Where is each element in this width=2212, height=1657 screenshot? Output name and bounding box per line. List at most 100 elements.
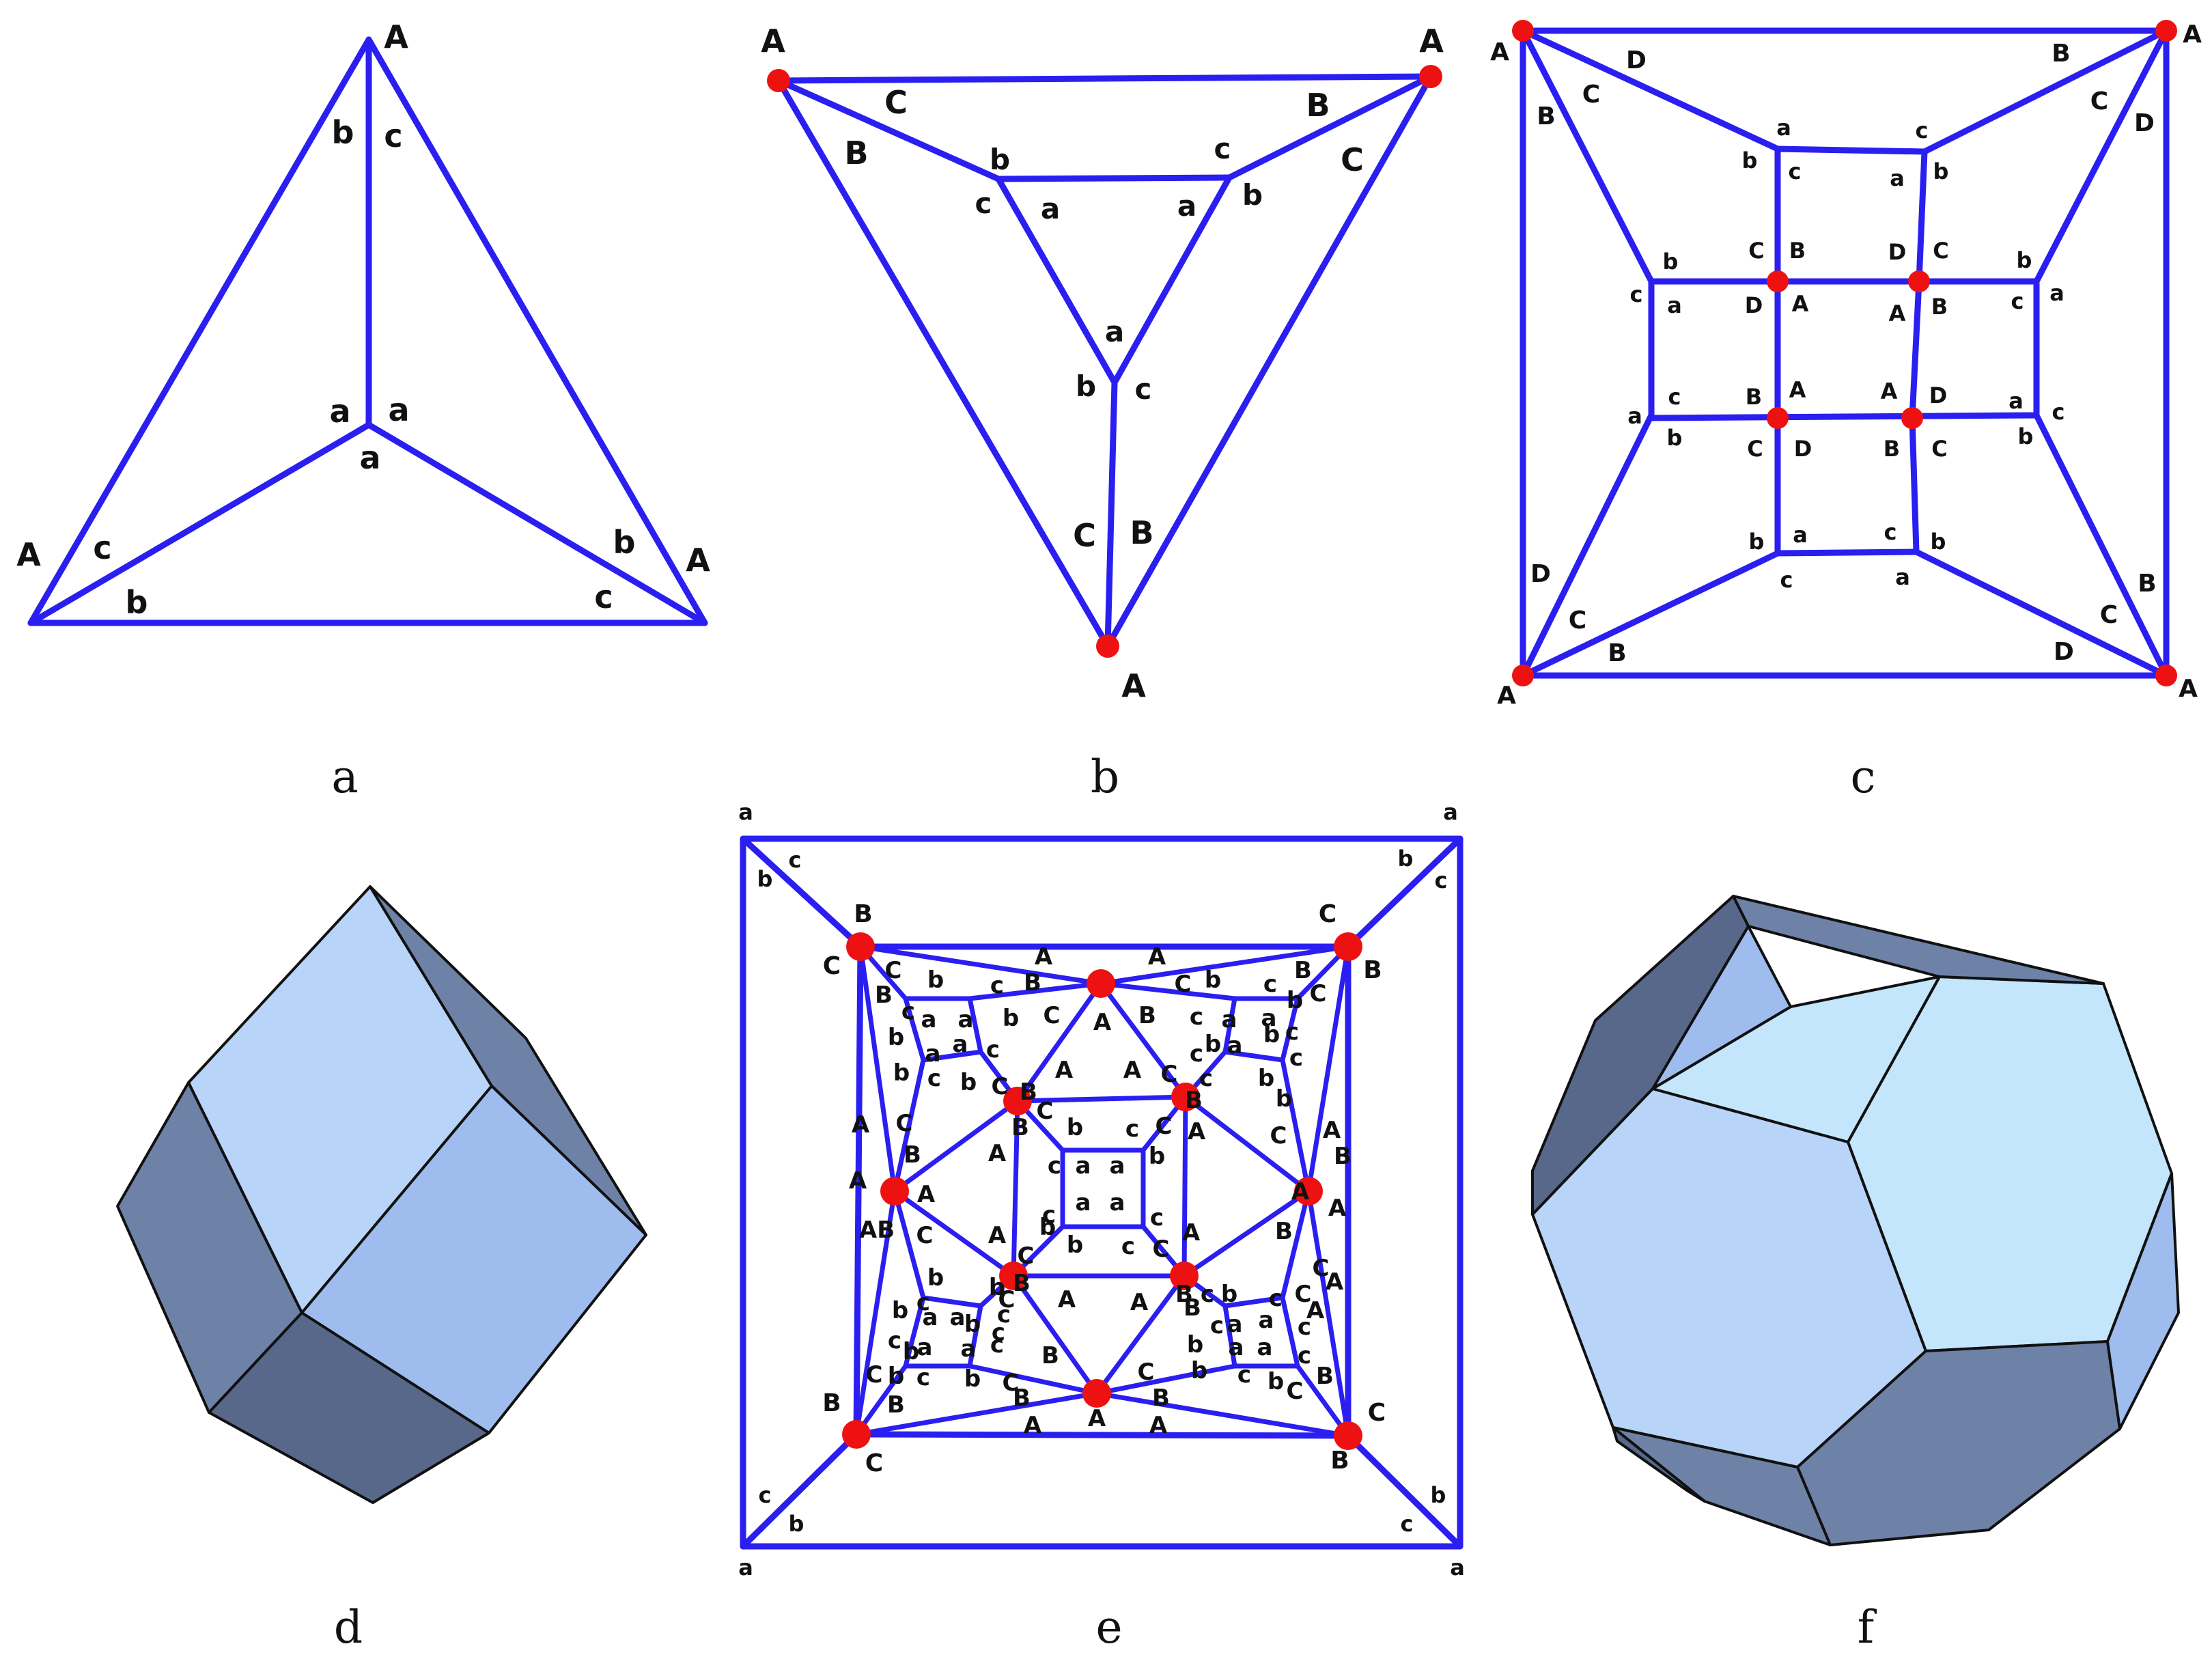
edge-label: A <box>1121 667 1146 704</box>
edge-label: c <box>1435 867 1448 893</box>
edge-label: b <box>126 584 148 621</box>
edge-label: B <box>1746 384 1762 410</box>
edge-label: c <box>1121 1233 1135 1260</box>
edge-label: c <box>1630 281 1643 307</box>
edge-label: A <box>1088 1405 1106 1432</box>
edge-label: C <box>896 1110 913 1137</box>
caption-f: f <box>1858 1601 1877 1654</box>
edge-label: C <box>1138 1359 1155 1386</box>
edge-label: a <box>2049 280 2064 306</box>
edge-label: b <box>1003 1005 1019 1032</box>
caption-c: c <box>1851 751 1876 803</box>
edge-label: b <box>888 1024 904 1051</box>
vertex-dot <box>846 932 875 961</box>
edge-label: a <box>1890 165 1905 191</box>
edge-label: C <box>1931 436 1947 462</box>
edge-label: b <box>1205 966 1221 994</box>
edge-label: A <box>16 536 41 573</box>
edge-label: A <box>1123 1057 1142 1084</box>
edge-label: c <box>1190 1040 1203 1068</box>
edge-label: B <box>1789 238 1806 264</box>
edge-label: b <box>893 1059 910 1087</box>
edge-label: B <box>2052 40 2070 68</box>
edge-label: A <box>1490 38 1509 66</box>
edge-label: a <box>738 799 753 825</box>
edge-label: A <box>1188 1118 1206 1145</box>
edge-label: A <box>1792 291 1809 317</box>
edge-label: b <box>960 1069 977 1096</box>
edge-label: a <box>917 1334 933 1361</box>
edge-label: C <box>1073 517 1096 554</box>
edge-label: b <box>1191 1357 1207 1384</box>
panel-a-diagram <box>27 36 708 626</box>
edge-label: b <box>2017 247 2032 273</box>
edge-label: B <box>1011 1114 1029 1141</box>
edge-label: B <box>904 1141 921 1169</box>
edge-label: A <box>988 1140 1007 1167</box>
vertex-dot <box>1003 1087 1032 1115</box>
edge-label: c <box>1789 158 1802 184</box>
edge-label: c <box>1201 1281 1214 1308</box>
edge-label: AB <box>859 1216 895 1244</box>
edge-label: C <box>998 1286 1016 1313</box>
edge-label: c <box>1150 1204 1164 1231</box>
edge-label: D <box>1626 46 1647 74</box>
edge-label: a <box>961 1335 977 1363</box>
vertex-dot <box>1334 1421 1362 1450</box>
caption-e: e <box>1095 1601 1122 1654</box>
edge-label: A <box>1024 1412 1042 1439</box>
edge-label: b <box>1067 1231 1083 1259</box>
edge-label: c <box>1237 1361 1251 1389</box>
edge-label: b <box>989 1274 1005 1301</box>
edge-label: C <box>1313 1255 1330 1282</box>
edge-label: B <box>1294 957 1312 984</box>
edge-label: B <box>1013 1384 1031 1412</box>
edge-label: a <box>1076 1189 1091 1216</box>
edge-label: B <box>1138 1002 1156 1029</box>
edge-label: b <box>1431 1482 1446 1508</box>
edge-label: a <box>1177 189 1196 223</box>
edge-label: B <box>1184 1294 1201 1322</box>
edge-label: a <box>923 1304 938 1331</box>
edge-label: B <box>1306 87 1330 124</box>
edge-label: B <box>1130 514 1153 551</box>
edge-label: c <box>1401 1511 1414 1537</box>
edge-label: a <box>2008 388 2024 414</box>
edge-label: A <box>1055 1057 1074 1084</box>
edge-label: b <box>1076 370 1096 403</box>
edge-label: c <box>1298 1313 1311 1341</box>
vertex-dot <box>880 1177 909 1206</box>
edge-label: A <box>1130 1289 1149 1316</box>
edge-label: A <box>2179 675 2198 703</box>
edge-label: A <box>1497 682 1516 710</box>
edge-label: a <box>953 1031 968 1058</box>
vertex-dot <box>1294 1177 1323 1206</box>
edge-label: c <box>1214 132 1231 165</box>
edge-label: b <box>1287 987 1303 1014</box>
vertex-dot <box>842 1420 871 1449</box>
edge-label: C <box>1044 1002 1061 1029</box>
edge-label: C <box>916 1222 934 1249</box>
edge-label: c <box>1884 519 1897 545</box>
edge-label: c <box>1780 567 1793 593</box>
edge-label: B <box>887 1391 905 1419</box>
edge-label: a <box>1776 115 1791 141</box>
vertex-dot <box>1334 932 1362 961</box>
edge-label: c <box>1042 1201 1056 1229</box>
edge-label: A <box>1148 943 1166 971</box>
edge-label: C <box>2090 87 2108 115</box>
edge-label: b <box>927 966 944 994</box>
edge-label: c <box>975 186 992 220</box>
edge-label: c <box>2052 399 2065 425</box>
edge-label: a <box>738 1555 753 1581</box>
edge-label: c <box>1125 1115 1139 1143</box>
edge-label: c <box>1289 1044 1303 1072</box>
edge-label: b <box>990 143 1010 176</box>
edge-label: C <box>1153 1236 1170 1263</box>
vertex-dot <box>2155 20 2177 42</box>
edge-label: A <box>1323 1117 1341 1144</box>
edge-label: C <box>1037 1098 1054 1125</box>
edge-label: B <box>1931 294 1948 320</box>
vertex-dot <box>1901 407 1923 429</box>
